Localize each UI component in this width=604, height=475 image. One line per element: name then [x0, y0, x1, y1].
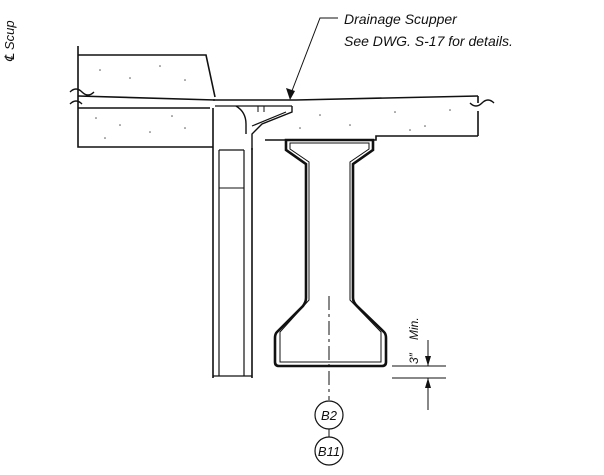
- dimension-value: 3″: [407, 352, 421, 364]
- centerline-scupper-label: ℄ Scup: [2, 20, 17, 62]
- precast-girder: [273, 138, 388, 368]
- grid-bubbles: B2 B11: [314, 400, 344, 466]
- callout-reference: See DWG. S-17 for details.: [344, 33, 513, 49]
- right-deck-slab: [265, 95, 495, 141]
- grid-bubble-b11: B11: [318, 444, 340, 459]
- drainage-scupper: [212, 99, 296, 378]
- left-deck-slab: [69, 46, 216, 148]
- callout-title: Drainage Scupper: [344, 11, 458, 27]
- dimension-qualifier: Min.: [407, 317, 421, 340]
- grid-bubble-b2: B2: [321, 408, 338, 423]
- clearance-dimension: 3″ Min.: [392, 317, 446, 410]
- scupper-callout: Drainage Scupper See DWG. S-17 for detai…: [286, 11, 513, 100]
